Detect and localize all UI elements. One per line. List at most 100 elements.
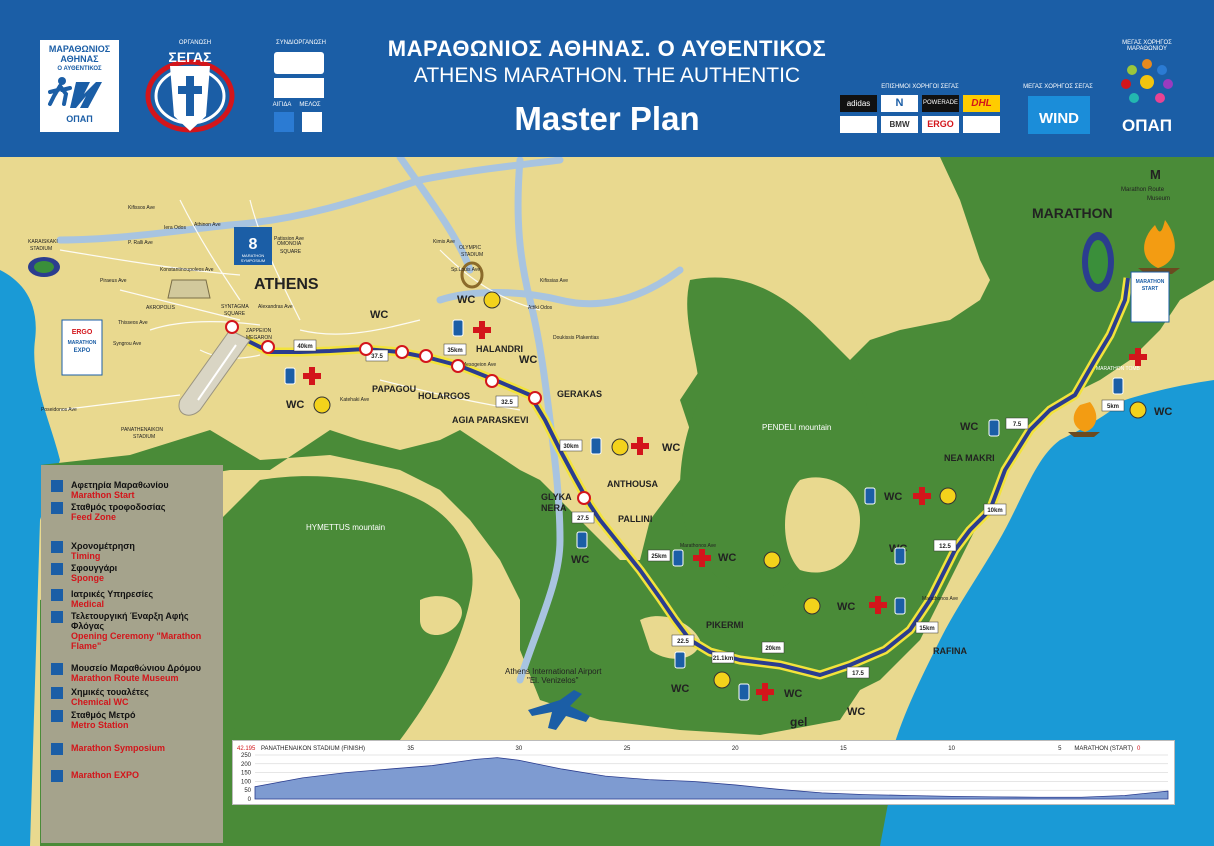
legend-label-english: Marathon Start [71, 490, 135, 500]
sponsor-grid: adidas N POWERADE DHL BMW ERGO [840, 95, 1000, 133]
legend-item: Marathon Symposium [51, 743, 219, 755]
sponsor-logo-8 [963, 116, 1000, 133]
km-marker: 20km [761, 641, 785, 654]
km-marker-label: 10km [987, 508, 1002, 514]
wc-label: WC [718, 552, 736, 564]
start-label: START [1142, 286, 1158, 292]
medical-icon [631, 437, 649, 455]
karaiskaki-label: KARAISKAKI [28, 239, 58, 245]
panathenaikon-label: STADIUM [133, 434, 155, 440]
sponsor-logo-6: BMW [881, 116, 918, 133]
street-label: Kifissos Ave [128, 205, 155, 211]
title-greek: ΜΑΡΑΘΩΝΙΟΣ ΑΘΗΝΑΣ. Ο ΑΥΘΕΝΤΙΚΟΣ [387, 36, 827, 61]
city-gerakas: GERAKAS [557, 389, 602, 399]
km-marker: 25km [647, 549, 671, 562]
mountain-region [40, 157, 1214, 735]
pendeli-label: PENDELI mountain [762, 423, 831, 432]
wc-label: WC [370, 309, 388, 321]
airport-plane-icon [528, 690, 590, 730]
city-agia-paraskevi: AGIA PARASKEVI [452, 415, 529, 425]
feed-zone-icon [738, 683, 750, 701]
km-marker-label: 30km [563, 444, 578, 450]
sea-west [0, 270, 60, 846]
feed-zone-icon [988, 419, 1000, 437]
logo-line-3: Ο ΑΥΘΕΝΤΙΚΟΣ [57, 66, 102, 72]
feed-zone-icon [576, 531, 588, 549]
km-marker-label: 27.5 [577, 516, 589, 522]
hymettus-label: HYMETTUS mountain [306, 523, 385, 532]
wc-label: WC [884, 491, 902, 503]
profile-start-km: 0 [1137, 746, 1141, 752]
street-label: Patission Ave [274, 236, 304, 242]
city-nea-makri: NEA MAKRI [944, 453, 995, 463]
km-marker: 22.5 [671, 634, 695, 647]
omonoia-label: SQUARE [280, 249, 302, 255]
opap-text: ΟΠΑΠ [1121, 116, 1173, 135]
symposium-icon [51, 743, 63, 755]
feed-zone-icon [894, 597, 906, 615]
street-label: Kimis Ave [433, 239, 455, 245]
karaiskaki-label: STADIUM [30, 246, 52, 252]
street-label: Athinon Ave [194, 222, 221, 228]
legend-label-english: Marathon Symposium [71, 743, 166, 753]
medical-icon [1129, 348, 1147, 366]
zappeion-label: MEGARON [246, 335, 272, 341]
olympic-stadium-label: OLYMPIC [459, 245, 482, 251]
profile-x-tick: 5 [1058, 746, 1062, 752]
wc-label: WC [662, 442, 680, 454]
city-marathon: MARATHON [1032, 205, 1113, 221]
olympic-stadium-icon [460, 261, 484, 289]
great-sponsor-label: ΜΕΓΑΣ ΧΟΡΗΓΟΣ ΣΕΓΑΣ [1023, 84, 1093, 90]
city-pikermi: PIKERMI [706, 620, 744, 630]
coorganizer-label: ΣΥΝΔΙΟΡΓΑΝΩΣΗ [275, 40, 326, 46]
km-marker: 27.5 [571, 511, 595, 524]
museum-label: Marathon Route [1121, 187, 1165, 193]
symposium-label: SYMPOSIUM [241, 258, 265, 263]
sponsor-logo-3: POWERADE [922, 95, 959, 112]
city-glyka-nera: GLYKA [541, 492, 572, 502]
metro-icon [51, 710, 63, 722]
segas-logo: ΣΕΓΑΣ [145, 49, 235, 133]
street-label: Konstantinoupoleos Ave [160, 267, 214, 273]
member-label: ΜΕΛΟΣ [299, 102, 321, 108]
museum-letter: M [1150, 167, 1161, 182]
sponsor-name-3: POWERADE [922, 100, 958, 106]
street-label: Poseidonos Ave [41, 407, 77, 413]
logo-opap: ΟΠΑΠ [66, 114, 93, 124]
legend-label-english: Opening Ceremony "Marathon Flame" [71, 631, 202, 651]
segas-text: ΣΕΓΑΣ [168, 49, 211, 65]
profile-y-tick: 0 [248, 797, 252, 803]
wc-label: WC [519, 354, 537, 366]
legend-label-english: Timing [71, 551, 101, 561]
hymettus-forest [220, 476, 473, 740]
marathon-logo: ΜΑΡΑΘΩΝΙΟΣ ΑΘΗΝΑΣ Ο ΑΥΘΕΝΤΙΚΟΣ ΟΠΑΠ [40, 40, 119, 132]
museum-icon [51, 663, 63, 675]
km-marker: 40km [293, 339, 317, 352]
legend-label-english: Medical [71, 599, 105, 609]
profile-finish-km: 42.195 [237, 746, 256, 752]
city-pallini: PALLINI [618, 514, 652, 524]
header-banner: ΜΑΡΑΘΩΝΙΟΣ ΑΘΗΝΑΣ Ο ΑΥΘΕΝΤΙΚΟΣ ΟΠΑΠ ΟΡΓΑ… [0, 0, 1214, 157]
syntagma-label: SYNTAGMA [221, 304, 249, 310]
flame-icon [1068, 402, 1100, 437]
legend-label-greek: Αφετηρία Μαραθωνίου [71, 480, 169, 490]
timing-icon [51, 541, 63, 553]
km-marker-label: 7.5 [1013, 422, 1022, 428]
street-label: Katehaki Ave [340, 397, 369, 403]
km-marker-label: 25km [651, 554, 666, 560]
km-marker: 30km [559, 439, 583, 452]
street-label: Mesogeion Ave [462, 362, 496, 368]
profile-x-tick: 10 [948, 746, 955, 752]
wc-label: WC [847, 706, 865, 718]
medical-icon [913, 487, 931, 505]
km-marker-label: 17.5 [852, 671, 864, 677]
metro-station-icon [261, 340, 275, 354]
feed-zone-icon [672, 549, 684, 567]
profile-x-tick: 25 [624, 746, 631, 752]
